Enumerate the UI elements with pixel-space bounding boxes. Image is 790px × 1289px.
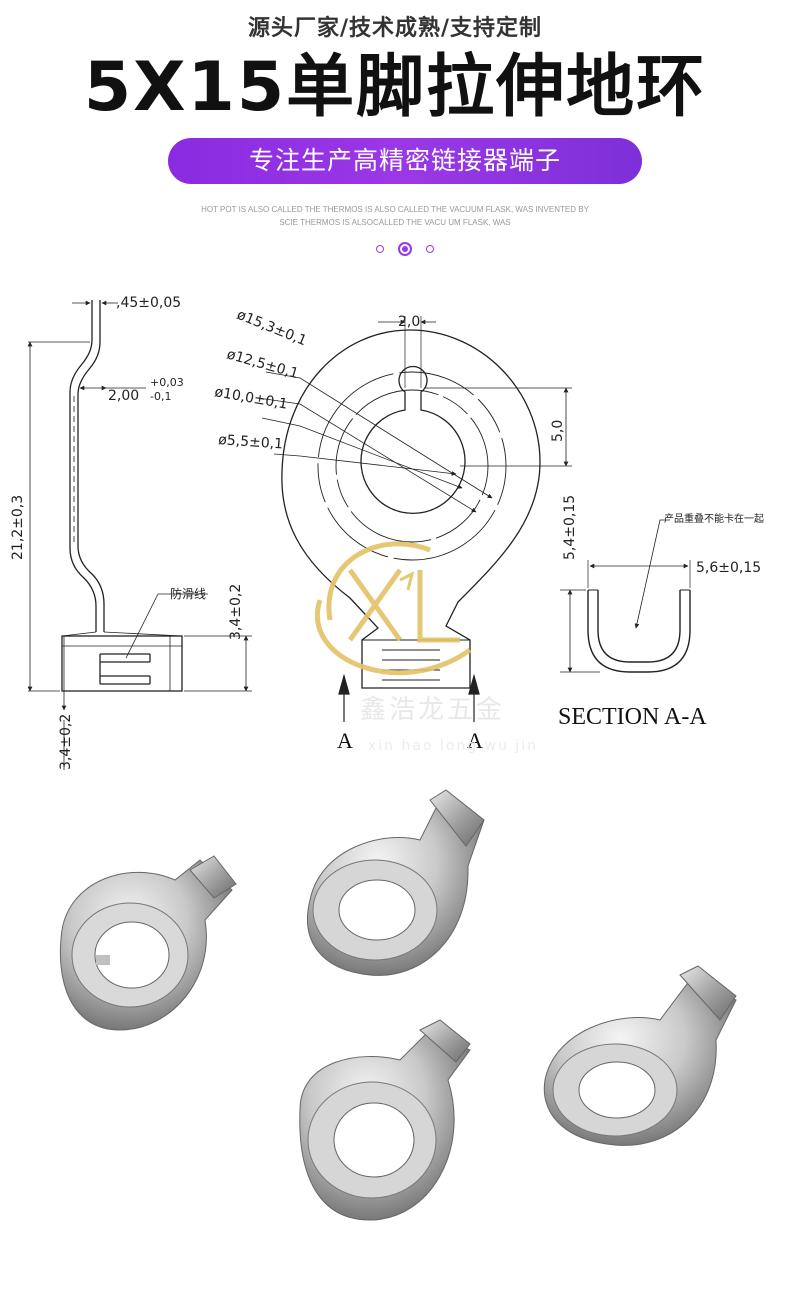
watermark-logo — [315, 541, 472, 676]
dim-diameter-10-0: ø10,0±0,1 — [213, 384, 288, 413]
dim-diameter-5-5: ø5,5±0,1 — [218, 432, 284, 452]
dim-top-thickness: ,45±0,05 — [116, 295, 181, 311]
english-subtitle-line-2: SCIE THERMOS IS ALSOCALLED THE VACU UM F… — [279, 218, 511, 227]
watermark-pinyin: xin hao long wu jin — [368, 738, 538, 754]
carousel-dot[interactable] — [376, 245, 384, 253]
technical-drawing: ,45±0,05 2,00 +0,03 -0,1 21,2±0,3 3,4±0,… — [10, 295, 764, 770]
product-photo-4 — [543, 965, 737, 1146]
dim-slot-depth: 5,0 — [550, 420, 566, 442]
dim-slot-width: 2,0 — [398, 314, 420, 330]
dim-inner-width: 2,00 — [108, 388, 139, 404]
section-marker-right: A — [467, 728, 483, 753]
section-note: 产品重叠不能卡在一起 — [664, 512, 764, 525]
section-view — [560, 519, 691, 673]
dim-diameter-15-3: ø15,3±0,1 — [235, 307, 309, 349]
dim-inner-tol-upper: +0,03 — [150, 376, 184, 389]
english-subtitle-line-1: HOT POT IS ALSO CALLED THE THERMOS IS AL… — [201, 205, 589, 214]
carousel-dot[interactable] — [426, 245, 434, 253]
dim-foot-height: 3,4±0,2 — [228, 584, 244, 640]
carousel-indicator — [370, 242, 440, 258]
dim-section-width: 5,6±0,15 — [696, 560, 761, 576]
dim-inner-tol-lower: -0,1 — [150, 390, 171, 403]
dim-height: 21,2±0,3 — [10, 495, 26, 560]
slogan-banner: 专注生产高精密链接器端子 — [168, 138, 642, 184]
watermark-text: 鑫浩龙五金 — [360, 695, 505, 725]
carousel-dot-active[interactable] — [398, 242, 412, 256]
side-view — [27, 300, 252, 770]
section-title: SECTION A-A — [558, 704, 707, 730]
anti-slip-label: 防滑线 — [170, 586, 206, 601]
header-tagline: 源头厂家/技术成熟/支持定制 — [247, 16, 543, 41]
section-marker-left: A — [337, 728, 353, 753]
page-title: 5X15单脚拉伸地环 — [83, 48, 707, 127]
top-view — [257, 316, 572, 722]
dim-bottom-height: 3,4±0,2 — [58, 714, 74, 770]
product-photo-2 — [307, 789, 485, 976]
product-photo-3 — [299, 1019, 471, 1221]
dim-section-height: 5,4±0,15 — [562, 495, 578, 560]
product-photo-1 — [59, 855, 237, 1031]
dim-diameter-12-5: ø12,5±0,1 — [225, 346, 300, 382]
product-photos — [59, 789, 737, 1221]
